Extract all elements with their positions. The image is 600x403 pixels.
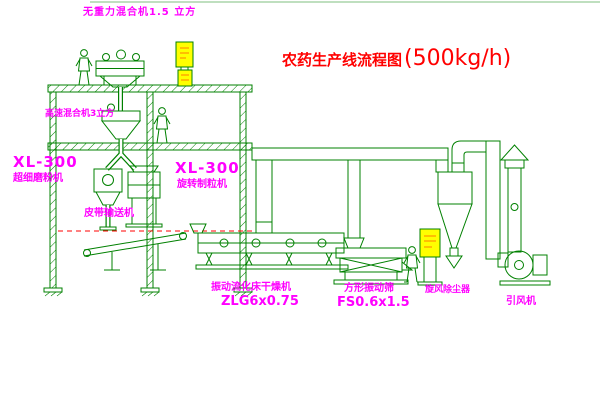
label-dryer-model: ZLG6x0.75 [221, 294, 299, 309]
vibrating-screen-drawing [333, 237, 414, 285]
title-capacity: (500kg/h) [404, 46, 512, 71]
label-fan: 引风机 [506, 296, 536, 307]
gravity-free-mixer [95, 49, 145, 111]
person-icon [153, 107, 171, 144]
ultrafine-mill [93, 168, 123, 231]
exhaust-duct [251, 147, 449, 239]
diagram-title: 农药生产线流程图 (500kg/h) [282, 46, 511, 71]
rotary-granulator [125, 165, 163, 228]
control-cabinet-right [417, 228, 443, 286]
belt-conveyor-drawing [83, 232, 187, 271]
cyclone-separator-drawing [437, 162, 473, 269]
label-granulator-name: 旋转制粒机 [177, 179, 227, 190]
label-dryer-name: 振动流化床干燥机 [211, 282, 291, 293]
label-screen-model: FS0.6x1.5 [337, 295, 410, 310]
person-icon [75, 49, 93, 86]
label-belt-conveyor: 皮带输送机 [84, 208, 134, 219]
title-text: 农药生产线流程图 [282, 51, 403, 69]
label-screen-name: 方形振动筛 [344, 283, 394, 294]
high-speed-mixer [100, 103, 142, 171]
label-mill-model: XL-300 [13, 153, 78, 171]
label-cyclone: 旋风除尘器 [425, 285, 471, 295]
label-granulator-model: XL-300 [175, 159, 240, 177]
fluid-bed-dryer-drawing [189, 221, 349, 270]
control-cabinet-top [175, 41, 194, 87]
label-gravity-free-mixer: 无重力混合机1.5 立方 [83, 7, 197, 18]
label-mill-name: 超细磨粉机 [13, 173, 63, 184]
building-frame [43, 84, 253, 297]
label-high-speed-mixer: 高速混合机3立方 [45, 109, 115, 119]
induced-draft-fan-drawing [451, 140, 551, 286]
